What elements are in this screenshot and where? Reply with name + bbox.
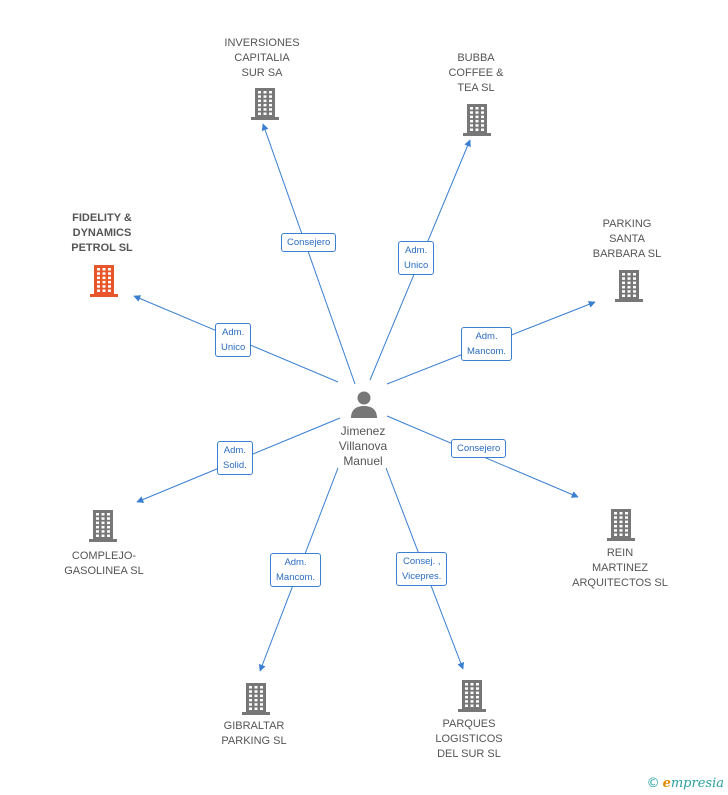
edge-label-inversiones: Consejero bbox=[281, 233, 337, 252]
company-label-bubba[interactable]: BUBBA COFFEE & TEA SL bbox=[448, 52, 504, 94]
building-icon[interactable] bbox=[606, 507, 636, 546]
company-label-fidelity[interactable]: FIDELITY & DYNAMICS PETROL SL bbox=[71, 212, 133, 254]
edge-label-complejo: Adm. Solid. bbox=[217, 441, 253, 475]
building-icon[interactable] bbox=[241, 681, 271, 720]
edge-label-bubba: Adm. Unico bbox=[398, 241, 435, 275]
company-label-parking-santa[interactable]: PARKING SANTA BARBARA SL bbox=[592, 218, 662, 260]
company-label-complejo[interactable]: COMPLEJO- GASOLINEA SL bbox=[64, 550, 144, 577]
person-icon bbox=[349, 389, 379, 424]
building-icon[interactable] bbox=[457, 678, 487, 717]
brand-rest: mpresia bbox=[670, 776, 724, 791]
copyright-symbol: © bbox=[646, 776, 660, 791]
brand-e: e bbox=[662, 776, 671, 791]
building-icon[interactable] bbox=[614, 268, 644, 307]
edge-label-parques: Consej. , Vicepres. bbox=[396, 552, 448, 586]
company-label-parques[interactable]: PARQUES LOGISTICOS DEL SUR SL bbox=[435, 718, 503, 760]
empresia-brand: ©empresia bbox=[647, 776, 724, 791]
center-person-label: Jimenez Villanova Manuel bbox=[338, 424, 388, 468]
company-label-inversiones[interactable]: INVERSIONES CAPITALIA SUR SA bbox=[224, 37, 300, 79]
building-icon[interactable] bbox=[89, 263, 119, 302]
building-icon[interactable] bbox=[88, 508, 118, 547]
edge-label-gibraltar: Adm. Mancom. bbox=[270, 553, 322, 587]
edge-label-parking-santa: Adm. Mancom. bbox=[461, 327, 513, 361]
edge-label-rein: Consejero bbox=[451, 439, 507, 458]
building-icon[interactable] bbox=[462, 102, 492, 141]
building-icon[interactable] bbox=[250, 86, 280, 125]
company-label-rein[interactable]: REIN MARTINEZ ARQUITECTOS SL bbox=[572, 547, 668, 589]
edge-inversiones bbox=[261, 123, 356, 385]
edge-label-fidelity: Adm. Unico bbox=[215, 323, 252, 357]
company-label-gibraltar[interactable]: GIBRALTAR PARKING SL bbox=[221, 720, 287, 747]
